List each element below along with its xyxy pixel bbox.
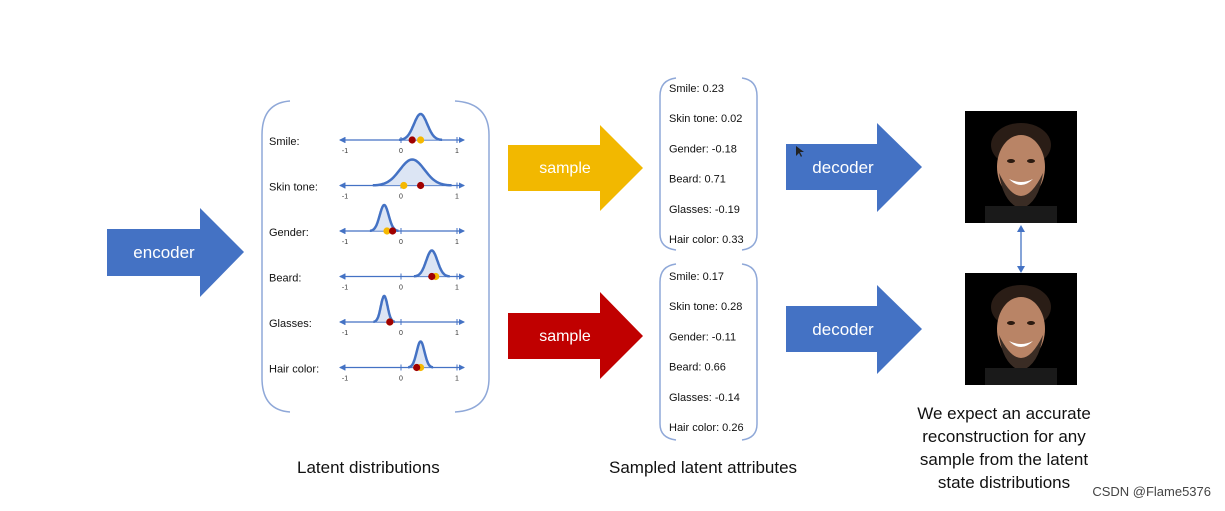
axis-arrow-right [459,182,465,189]
axis-arrow-left [339,364,345,371]
latent-row: Skin tone: -1 0 1 [269,158,465,201]
axis-arrow-left [339,182,345,189]
decoder-label-top: decoder [812,158,874,177]
mouse-cursor [796,146,804,157]
distribution-curve [372,158,452,187]
axis-arrow-right [459,137,465,143]
tick-label: 1 [455,376,459,383]
output-caption-line: We expect an accurate [917,404,1091,423]
tick-label: -1 [342,376,348,383]
output-caption: We expect an accurate reconstruction for… [904,402,1104,494]
axis-arrow-left [339,228,345,234]
decoder-arrow-bottom: decoder [786,285,922,374]
output-caption-line: state distributions [937,473,1071,492]
axis-arrow-right [459,364,465,371]
double-arrow [1017,225,1025,273]
tick-label: 0 [399,239,403,246]
attribute-label: Hair color: [269,364,319,376]
sampled-value: Glasses: -0.19 [669,204,740,216]
sampled-value: Hair color: 0.33 [669,234,744,246]
latent-row: Glasses: -1 0 1 [269,294,465,337]
samples-caption: Sampled latent attributes [609,458,798,477]
tick-label: -1 [342,148,348,155]
tick-label: -1 [342,285,348,292]
tick-label: 1 [455,239,459,246]
sample-bracket-top [659,77,758,251]
tick-label: 0 [399,148,403,155]
tick-label: 1 [455,330,459,337]
attribute-label: Smile: [269,136,300,148]
tick-label: 1 [455,194,459,201]
sample-label-bottom: sample [539,328,591,345]
tick-label: 0 [399,285,403,292]
tick-label: -1 [342,194,348,201]
latent-row: Smile: -1 0 1 [269,112,465,155]
attribute-label: Glasses: [269,318,312,330]
latent-row: Hair color: -1 0 1 [269,340,465,383]
axis-arrow-left [339,273,345,280]
distribution-fill [372,159,452,186]
sample-dot-yellow [383,227,391,235]
axis-arrow-right [459,319,465,325]
sampled-value: Skin tone: 0.02 [669,113,742,125]
sampled-value: Smile: 0.23 [669,83,724,95]
tick-label: 0 [399,376,403,383]
sample-arrow-top: sample [508,125,643,211]
axis-arrow-right [459,273,465,280]
sample-dot-yellow [400,181,408,190]
sampled-value: Glasses: -0.14 [669,392,740,404]
sample-dot-red [389,227,397,235]
tick-label: 1 [455,148,459,155]
sampled-value: Gender: -0.11 [669,331,736,343]
distribution-curve [408,340,434,369]
sampled-value: Beard: 0.71 [669,174,726,186]
reconstructed-face-bottom [965,273,1077,385]
latent-row: Beard: -1 0 1 [269,249,465,292]
sample-dot-red [413,363,421,372]
sample-dot-red [417,181,425,190]
sample-dot-red [428,272,436,281]
sample-arrow-bottom: sample [508,292,643,379]
distribution-curve [413,249,450,278]
encoder-label: encoder [133,243,195,262]
sample-dot-yellow [417,136,425,144]
latent-row: Gender: -1 0 1 [269,203,465,246]
sample-label-top: sample [539,160,591,177]
sampled-value: Hair color: 0.26 [669,422,744,434]
sampled-value: Skin tone: 0.28 [669,301,742,313]
output-caption-line: sample from the latent [919,450,1089,469]
attribute-label: Skin tone: [269,182,318,194]
tick-label: -1 [342,239,348,246]
tick-label: 0 [399,194,403,201]
output-caption-line: reconstruction for any [922,427,1086,446]
axis-arrow-left [339,319,345,325]
axis-arrow-right [459,228,465,234]
tick-label: -1 [342,330,348,337]
distribution-fill [413,250,450,277]
sample-dot-red [408,136,416,144]
sample-bracket-bottom [659,263,758,441]
tick-label: 0 [399,330,403,337]
tick-label: 1 [455,285,459,292]
latent-caption: Latent distributions [297,458,440,477]
attribute-label: Gender: [269,227,309,239]
sampled-value: Beard: 0.66 [669,362,726,374]
watermark: CSDN @Flame5376 [1092,484,1211,499]
reconstructed-face-top [965,111,1077,223]
distribution-fill [399,114,443,140]
sampled-value: Gender: -0.18 [669,143,737,155]
decoder-arrow-top: decoder [786,123,922,212]
sample-dot-red [386,318,394,326]
latent-bracket [261,100,490,413]
attribute-label: Beard: [269,273,301,285]
encoder-arrow: encoder [107,208,244,297]
distribution-curve [399,112,443,142]
decoder-label-bottom: decoder [812,320,874,339]
sampled-value: Smile: 0.17 [669,271,724,283]
axis-arrow-left [339,137,345,143]
